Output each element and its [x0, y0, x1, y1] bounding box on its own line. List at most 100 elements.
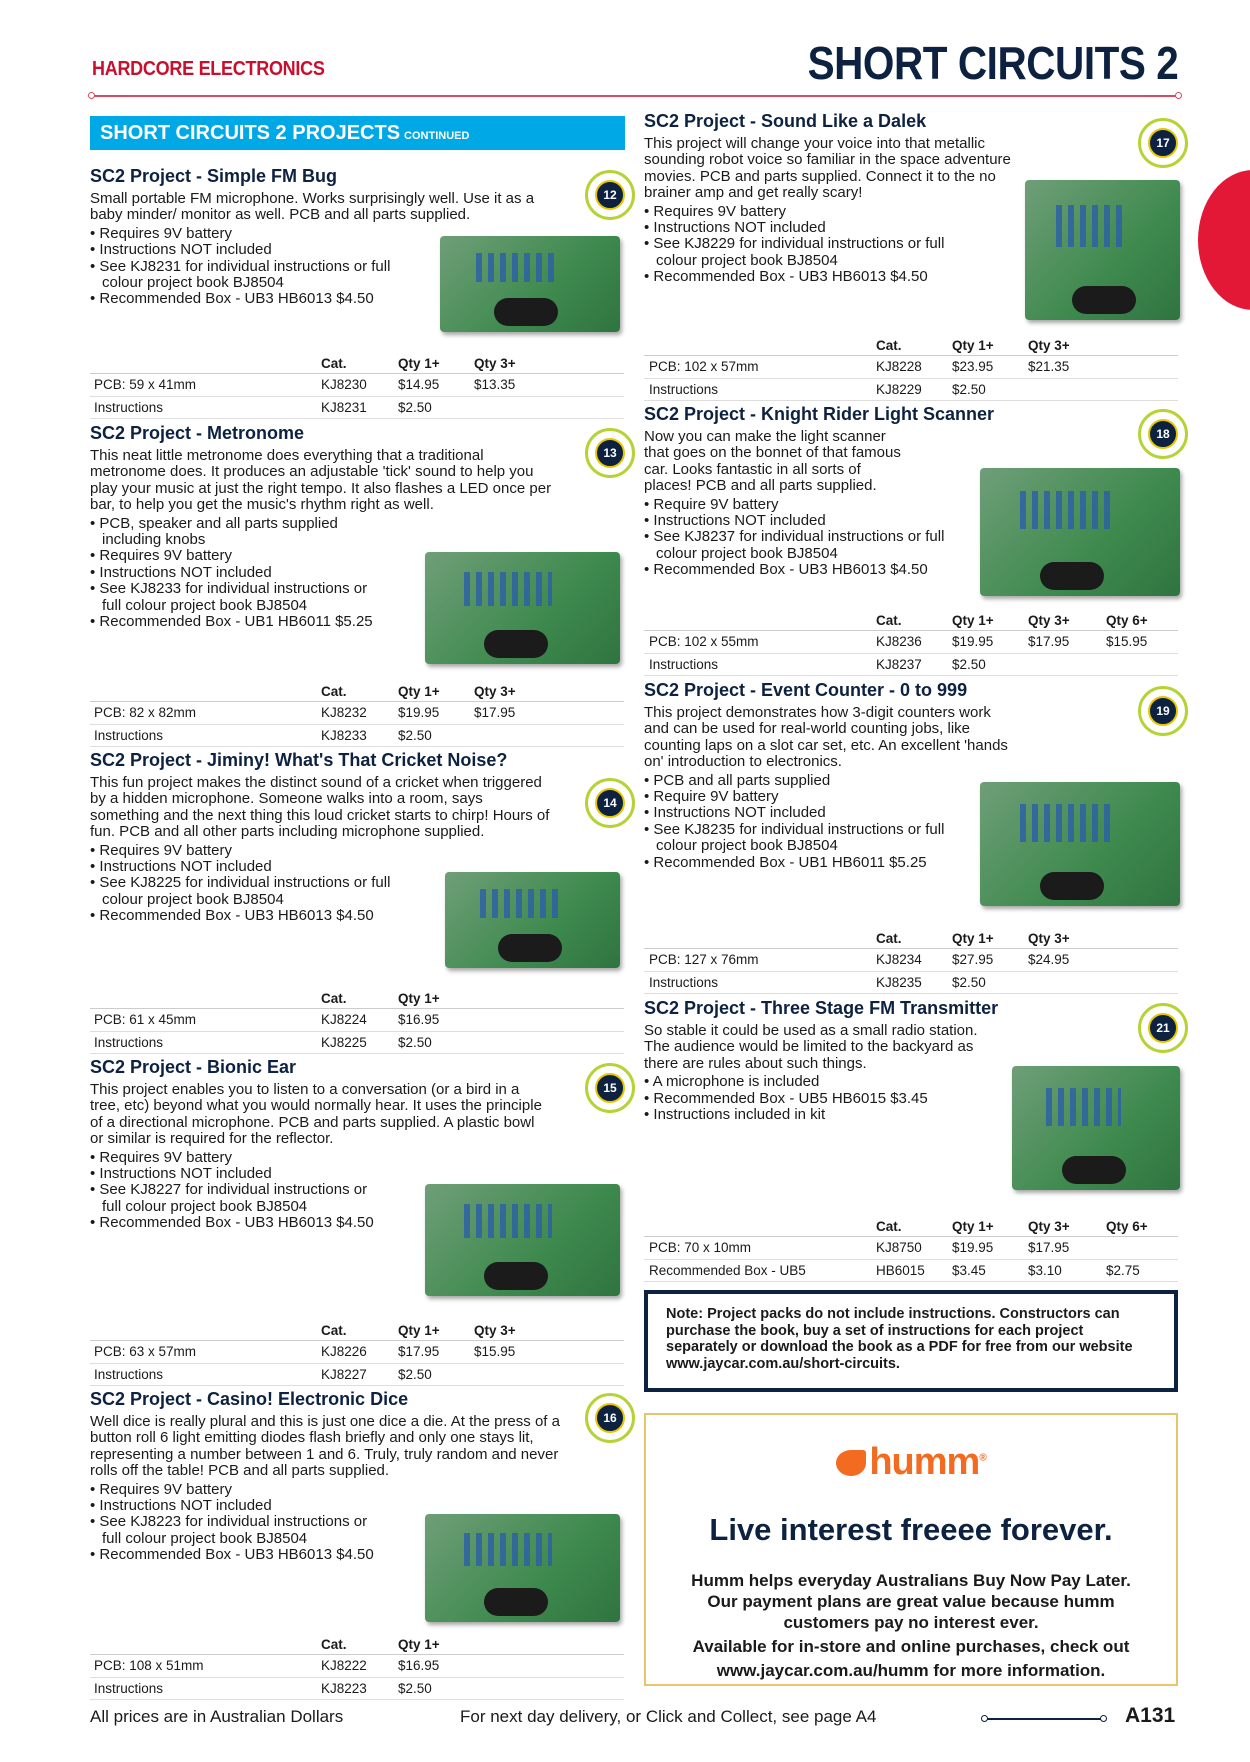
- feature-item: See KJ8233 for individual instructions o…: [90, 581, 390, 614]
- column-header: Qty 3+: [1028, 1219, 1070, 1234]
- table-cell: KJ8228: [876, 359, 922, 374]
- humm-advert: humm® Live interest freeee forever. Humm…: [644, 1413, 1178, 1686]
- table-cell: $3.10: [1028, 1262, 1062, 1278]
- column-header: Qty 1+: [952, 931, 994, 946]
- table-cell: $17.95: [474, 705, 516, 720]
- feature-item: Recommended Box - UB1 HB6011 $5.25: [644, 854, 964, 871]
- product-description: Now you can make the light scanner that …: [644, 428, 901, 495]
- page-number: A131: [1125, 1704, 1176, 1727]
- table-cell: KJ8235: [876, 974, 922, 990]
- table-cell: PCB: 108 x 51mm: [94, 1658, 204, 1673]
- banner-title: SHORT CIRCUITS 2 PROJECTS: [100, 122, 401, 144]
- product-photo: [440, 236, 620, 332]
- feature-list: Requires 9V batteryInstructions NOT incl…: [644, 203, 964, 286]
- battery-clip: [483, 1262, 548, 1290]
- feature-list: PCB and all parts suppliedRequire 9V bat…: [644, 772, 964, 871]
- header-divider: [88, 92, 1182, 99]
- table-cell: KJ8232: [321, 705, 367, 720]
- section-label: HARDCORE ELECTRONICS: [92, 58, 325, 80]
- table-cell: PCB: 127 x 76mm: [649, 952, 759, 967]
- humm-link[interactable]: www.jaycar.com.au/humm for more informat…: [716, 1661, 1106, 1680]
- product-photo: [425, 1514, 620, 1622]
- feature-item: Requires 9V battery: [90, 225, 420, 242]
- product-photo: [425, 1184, 620, 1296]
- feature-item: Instructions NOT included: [90, 1497, 390, 1514]
- price-table-header: Cat.Qty 1+: [90, 1634, 624, 1655]
- battery-clip: [1040, 872, 1104, 900]
- column-header: Qty 6+: [1106, 613, 1148, 628]
- product-title: SC2 Project - Casino! Electronic Dice: [90, 1389, 409, 1409]
- feature-list: PCB, speaker and all parts supplied incl…: [90, 515, 390, 631]
- feature-item: Recommended Box - UB3 HB6013 $4.50: [90, 1546, 390, 1563]
- column-header: Cat.: [321, 1637, 347, 1652]
- battery-clip: [483, 630, 548, 658]
- column-header: Qty 3+: [1028, 338, 1070, 353]
- humm-line: Humm helps everyday Australians Buy Now …: [691, 1571, 1131, 1590]
- feature-item: See KJ8225 for individual instructions o…: [90, 875, 420, 908]
- table-cell: $15.95: [474, 1344, 516, 1359]
- table-cell: Instructions: [649, 974, 719, 990]
- table-cell: KJ8234: [876, 952, 922, 967]
- column-header: Qty 3+: [474, 1323, 516, 1338]
- feature-list: Require 9V batteryInstructions NOT inclu…: [644, 496, 964, 579]
- product-description: This neat little metronome does everythi…: [90, 447, 552, 514]
- project-number-badge: 21: [1138, 1003, 1188, 1053]
- feature-item: Require 9V battery: [644, 788, 964, 805]
- feature-item: See KJ8227 for individual instructions o…: [90, 1182, 390, 1215]
- column-header: Cat.: [321, 991, 347, 1006]
- project-number: 14: [595, 788, 625, 818]
- project-number-badge: 12: [585, 170, 635, 220]
- product-title: SC2 Project - Sound Like a Dalek: [644, 111, 927, 131]
- product-title: SC2 Project - Bionic Ear: [90, 1057, 297, 1077]
- page-title: SHORT CIRCUITS 2: [807, 37, 1178, 89]
- table-cell: $2.50: [398, 1680, 432, 1696]
- feature-item: Recommended Box - UB3 HB6013 $4.50: [90, 291, 420, 308]
- column-header: Qty 3+: [1028, 931, 1070, 946]
- product-photo: [980, 782, 1180, 906]
- feature-item: Instructions NOT included: [90, 1165, 390, 1182]
- table-cell: $17.95: [1028, 1240, 1070, 1255]
- price-table-header: Cat. Qty 1+ Qty 3+: [644, 928, 1178, 949]
- table-cell: Instructions: [94, 1034, 164, 1050]
- feature-list: Requires 9V batteryInstructions NOT incl…: [90, 842, 420, 925]
- project-number: 21: [1148, 1013, 1178, 1043]
- project-number-badge: 19: [1138, 686, 1188, 736]
- table-cell: Instructions: [649, 381, 719, 397]
- feature-item: See KJ8235 for individual instructions o…: [644, 821, 964, 855]
- product-photo: [445, 872, 620, 968]
- product-title: SC2 Project - Three Stage FM Transmitter: [644, 998, 999, 1018]
- table-cell: $13.35: [474, 377, 516, 392]
- instructions-note: Note: Project packs do not include instr…: [644, 1290, 1178, 1392]
- table-cell: $23.95: [952, 359, 994, 374]
- feature-list: Requires 9V batteryInstructions NOT incl…: [90, 1481, 390, 1564]
- humm-body: Humm helps everyday Australians Buy Now …: [646, 1570, 1176, 1681]
- table-cell: KJ8226: [321, 1344, 367, 1359]
- column-header: Qty 1+: [398, 684, 440, 699]
- feature-list: Requires 9V batteryInstructions NOT incl…: [90, 1149, 390, 1232]
- column-header: Qty 1+: [952, 338, 994, 353]
- feature-item: PCB, speaker and all parts supplied incl…: [90, 515, 390, 549]
- humm-line: Available for in-store and online purcha…: [692, 1637, 1130, 1656]
- product-block: SC2 Project - Jiminy! What's That Cricke…: [90, 750, 550, 925]
- project-number: 15: [595, 1073, 625, 1103]
- battery-clip: [483, 1588, 548, 1616]
- project-number: 16: [595, 1403, 625, 1433]
- table-cell: $2.50: [398, 1366, 432, 1382]
- table-cell: $2.50: [952, 656, 986, 672]
- feature-item: See KJ8231 for individual instructions o…: [90, 258, 420, 292]
- column-header: Cat.: [876, 931, 902, 946]
